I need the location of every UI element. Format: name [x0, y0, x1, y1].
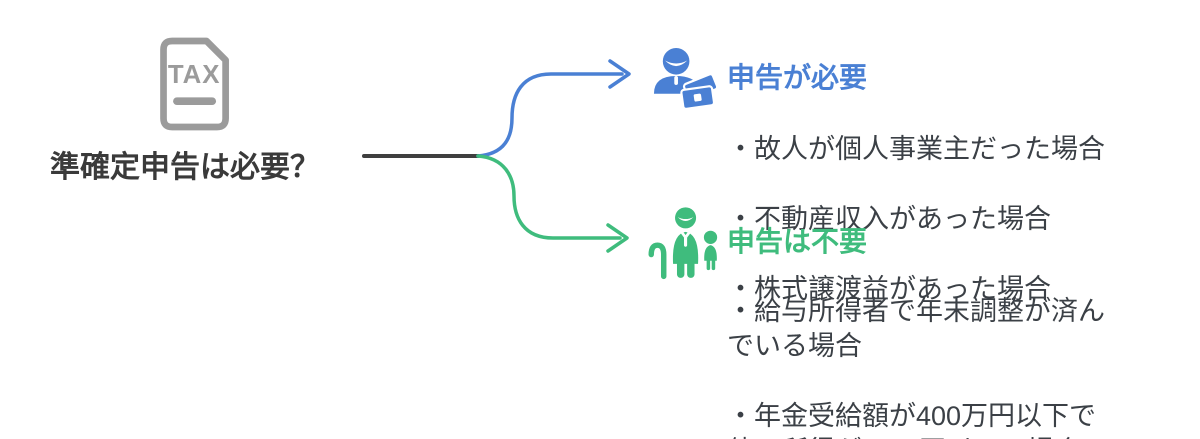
- tax-document-icon: TAX: [160, 37, 229, 131]
- arrowhead-required: [608, 59, 631, 89]
- branch-line-not-required: [476, 154, 622, 240]
- list-item: ・不動産収入があった場合: [727, 204, 1051, 234]
- not-required-heading: 申告は不要: [727, 226, 868, 257]
- tax-icon-label: TAX: [168, 61, 221, 89]
- arrowhead-not-required: [606, 223, 629, 253]
- required-heading: 申告が必要: [727, 62, 868, 93]
- list-item: ・株式譲渡益があった場合: [727, 274, 1051, 304]
- not-required-list: ・給与所得者で年末調整が済ん でいる場合 ・年金受給額が400万円以下で 他の所…: [727, 259, 1172, 439]
- required-list: ・故人が個人事業主だった場合 ・不動産収入があった場合 ・株式譲渡益があった場合: [727, 97, 1172, 342]
- page-title: 準確定申告は必要？: [50, 151, 320, 184]
- list-item: ・故人が個人事業主だった場合: [727, 134, 1105, 164]
- taxpayer-with-money-icon: [653, 47, 719, 110]
- list-item: ・給与所得者で年末調整が済ん でいる場合: [727, 296, 1105, 361]
- list-item: ・年金受給額が400万円以下で 他の所得が20万円以下の場合: [727, 401, 1097, 439]
- family-with-cane-icon: [648, 207, 718, 280]
- branch-line-required: [476, 72, 624, 158]
